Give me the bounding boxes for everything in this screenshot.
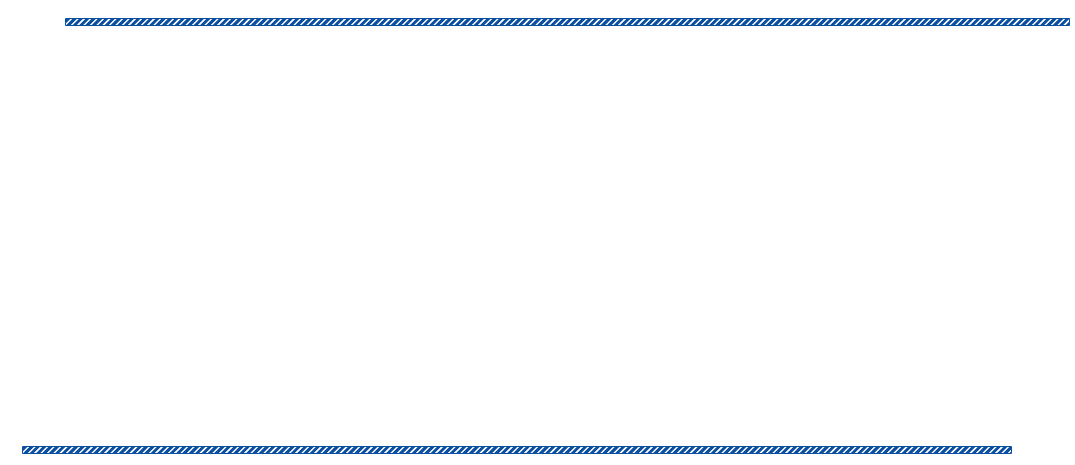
bottom-striped-rule: [22, 446, 1012, 454]
top-striped-rule: [65, 18, 1070, 26]
